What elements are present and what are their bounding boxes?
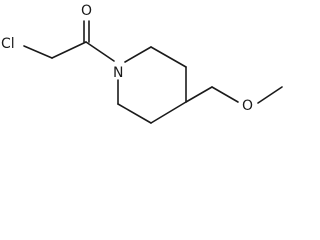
bond-ether-oxygen-ch3 [257, 86, 283, 104]
bond-ch2-carbonyl [51, 41, 87, 59]
bond-cl-ch2 [23, 45, 53, 59]
bond-ring-c2-c3 [150, 46, 187, 68]
bond-carbonyl-nitrogen [85, 41, 115, 62]
atom-label-ring-nitrogen: N [113, 65, 123, 81]
bond-ring-n-c2 [124, 46, 152, 63]
bonds [23, 20, 283, 124]
atom-label-chlorine: Cl [1, 36, 15, 52]
chemical-structure-diagram: Cl O N O [1, 3, 283, 124]
bond-ring-c4-c5 [150, 101, 187, 124]
bond-ring-c5-c6 [117, 103, 152, 124]
bond-c4-ch2 [185, 86, 213, 103]
atom-label-ether-oxygen: O [242, 98, 253, 114]
atom-labels: Cl O N O [1, 3, 253, 114]
atom-label-carbonyl-oxygen: O [81, 3, 92, 19]
bond-ch2-ether-oxygen [211, 86, 239, 103]
